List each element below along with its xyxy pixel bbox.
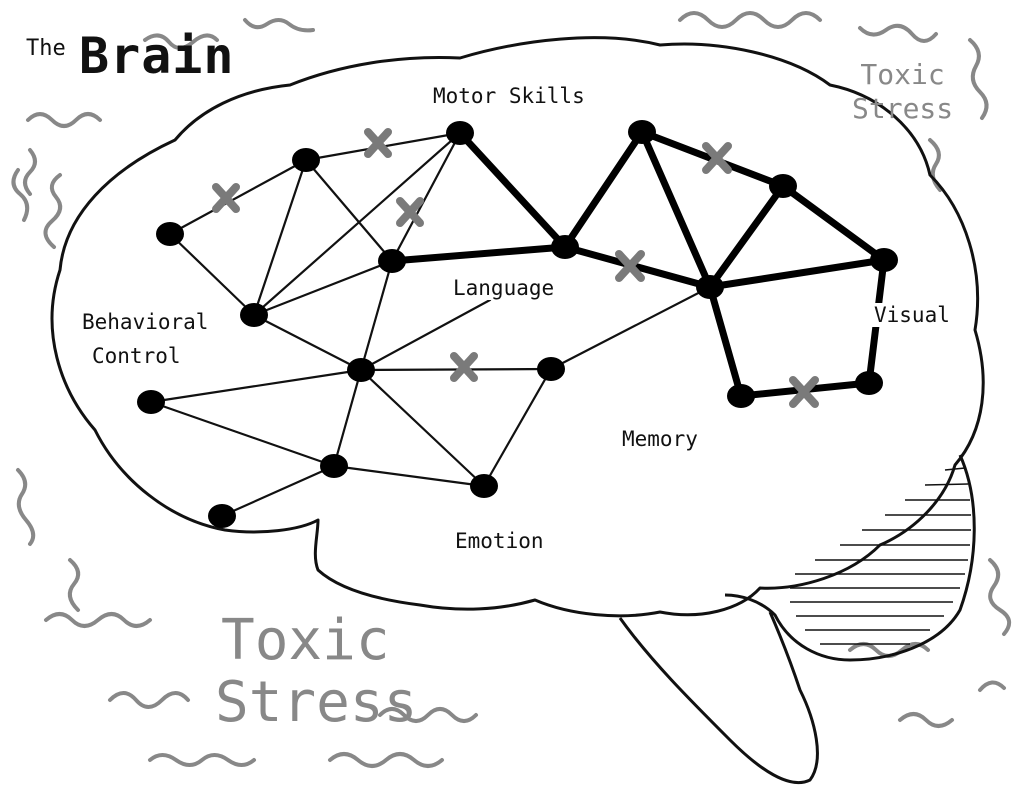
connection-n6-n8 (361, 369, 551, 370)
connection-n5-n6 (361, 261, 392, 370)
connection-n12-n14 (565, 132, 642, 247)
connection-n2-n12 (460, 133, 565, 247)
squiggle-top-right-3 (970, 40, 987, 118)
connection-n13-n17 (710, 287, 741, 396)
stress-line-2: Stress (215, 672, 417, 734)
neuron-node (696, 275, 724, 299)
squiggle-bottom-left-2 (110, 693, 188, 707)
squiggle-bottom-right-3 (980, 682, 1004, 690)
neuron-node (727, 384, 755, 408)
squiggle-bottom-center-2 (330, 754, 442, 766)
neuron-node (537, 357, 565, 381)
connection-n9-n10 (334, 466, 484, 486)
connection-n9-n11 (222, 466, 334, 516)
title-prefix: The (26, 36, 66, 61)
neuron-node (208, 504, 236, 528)
connection-n5-n12 (392, 247, 565, 261)
connection-n6-n10 (361, 370, 484, 486)
neuron-node (156, 222, 184, 246)
region-label-language: Language (451, 276, 556, 300)
neuron-node (870, 248, 898, 272)
connection-n15-n16 (783, 186, 884, 260)
neuron-nodes (137, 120, 898, 528)
stress-line-1: Toxic (852, 58, 953, 92)
connection-n15-n13 (710, 186, 783, 287)
squiggle-right-mid (990, 560, 1009, 634)
region-label-behavioral-control: Behavioral Control (82, 305, 208, 373)
connection-n8-n10 (484, 369, 551, 486)
cerebellum-hatching (790, 468, 971, 644)
neuron-node (137, 390, 165, 414)
region-label-visual: Visual (872, 303, 952, 327)
neuron-node (446, 121, 474, 145)
connection-n1-n5 (306, 160, 392, 261)
page-title: Brain (79, 27, 235, 85)
neuron-node (347, 358, 375, 382)
squiggle-top-right-1 (680, 13, 820, 27)
behavioral-line-1: Behavioral (82, 305, 208, 339)
squiggle-top-right-2 (860, 26, 936, 41)
connection-n5-n4 (254, 261, 392, 315)
connection-n7-n6 (151, 370, 361, 402)
squiggle-left-low (70, 560, 78, 610)
squiggle-left-mid (18, 470, 33, 544)
connection-n3-n4 (170, 234, 254, 315)
neuron-node (378, 249, 406, 273)
toxic-stress-label-bottom-left: Toxic Stress (215, 610, 417, 734)
neuron-node (320, 454, 348, 478)
neuron-node (292, 148, 320, 172)
toxic-stress-label-top-right: Toxic Stress (852, 58, 953, 126)
broken-connection-cross (368, 132, 388, 154)
stress-line-1: Toxic (215, 610, 417, 672)
neuron-node (551, 235, 579, 259)
broken-connection-cross (454, 356, 474, 378)
squiggle-top-left-3 (45, 175, 60, 247)
region-label-memory: Memory (622, 427, 698, 451)
brain-stem (620, 612, 817, 783)
neuron-node (855, 371, 883, 395)
stress-line-2: Stress (852, 92, 953, 126)
connection-n2-n5 (392, 133, 460, 261)
strong-connections (392, 132, 884, 396)
broken-connection-cross (216, 187, 236, 209)
squiggle-bottom-right-2 (900, 714, 952, 726)
neuron-node (240, 303, 268, 327)
connection-n7-n9 (151, 402, 334, 466)
connection-n13-n16 (710, 260, 884, 287)
connection-n8-n13 (551, 287, 710, 369)
squiggle-bottom-left-1 (46, 614, 150, 626)
connection-n6-n9 (334, 370, 361, 466)
neuron-node (769, 174, 797, 198)
connection-n4-n6 (254, 315, 361, 370)
neuron-node (470, 474, 498, 498)
behavioral-line-2: Control (82, 339, 208, 373)
neuron-node (628, 120, 656, 144)
region-label-emotion: Emotion (455, 529, 544, 553)
region-label-motor-skills: Motor Skills (433, 84, 585, 108)
squiggle-top-center (245, 20, 313, 30)
squiggle-bottom-left-3 (150, 755, 254, 765)
